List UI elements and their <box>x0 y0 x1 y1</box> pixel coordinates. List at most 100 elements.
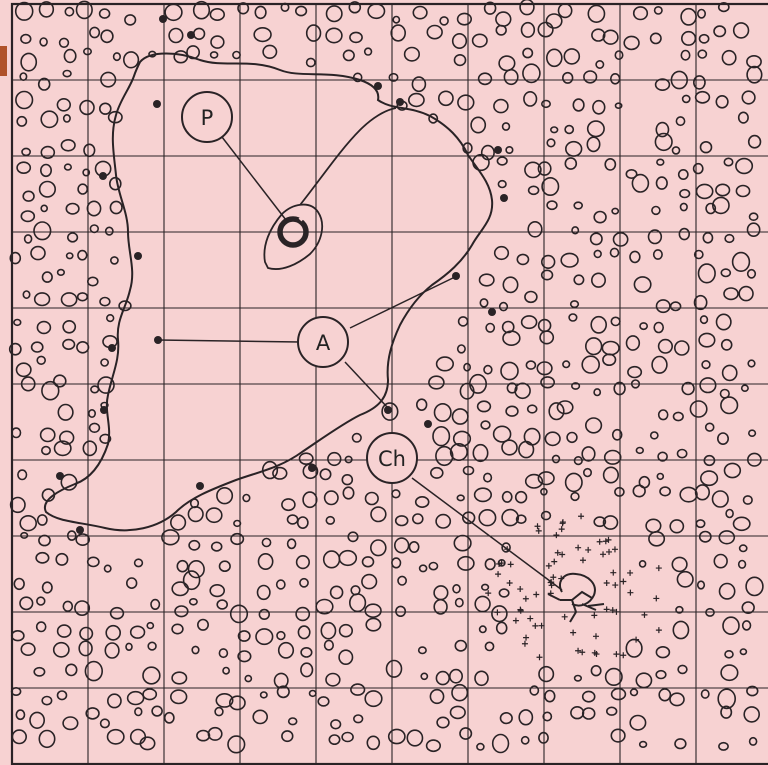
cross-mark <box>627 590 633 596</box>
cross-mark <box>585 547 591 553</box>
boundary-dot <box>108 344 116 352</box>
texture-circle <box>66 664 77 675</box>
texture-circle <box>91 386 99 393</box>
texture-circle <box>700 378 716 393</box>
texture-circle <box>718 689 735 708</box>
texture-circle <box>726 510 733 518</box>
cross-mark <box>580 557 586 563</box>
texture-circle <box>455 55 466 66</box>
texture-circle <box>427 740 441 751</box>
texture-circle <box>288 515 298 524</box>
texture-circle <box>34 668 44 676</box>
texture-circle <box>253 710 267 723</box>
texture-circle <box>636 673 651 687</box>
texture-circle <box>573 99 584 111</box>
texture-circle <box>101 719 110 727</box>
texture-circle <box>748 360 755 367</box>
texture-circle <box>529 186 539 194</box>
texture-circle <box>627 336 640 350</box>
texture-circle <box>412 77 425 91</box>
texture-circle <box>545 691 555 702</box>
texture-circle <box>566 142 582 156</box>
texture-circle <box>473 445 487 462</box>
texture-circle <box>83 441 96 455</box>
texture-circle <box>583 691 595 701</box>
texture-circle <box>211 52 218 58</box>
texture-circle <box>680 487 697 501</box>
boundary-dot <box>76 526 84 534</box>
texture-circle <box>575 457 583 465</box>
texture-circle <box>701 316 708 323</box>
texture-circle <box>245 676 251 682</box>
texture-circle <box>310 691 316 697</box>
texture-circle <box>37 597 45 605</box>
texture-circle <box>100 103 111 114</box>
texture-circle <box>300 453 313 464</box>
texture-circle <box>78 251 87 260</box>
texture-circle <box>680 190 690 198</box>
texture-circle <box>540 331 553 344</box>
texture-circle <box>678 450 687 458</box>
texture-circle <box>605 159 615 170</box>
texture-circle <box>475 671 488 685</box>
texture-circle <box>502 440 517 455</box>
texture-circle <box>750 738 757 745</box>
texture-circle <box>484 366 492 374</box>
texture-circle <box>429 376 444 389</box>
texture-circle <box>659 689 670 701</box>
texture-circle <box>301 663 313 676</box>
texture-circle <box>16 92 33 109</box>
texture-circle <box>485 559 495 570</box>
inner-lobe <box>264 205 322 269</box>
texture-circle <box>681 9 696 25</box>
texture-circle <box>63 71 71 77</box>
texture-circle <box>716 184 730 195</box>
texture-circle <box>696 485 710 500</box>
nucleus <box>280 214 306 245</box>
texture-circle <box>464 364 470 371</box>
texture-circle <box>652 207 660 215</box>
texture-circle <box>329 735 339 744</box>
texture-circle <box>498 181 506 188</box>
texture-circle <box>32 342 43 352</box>
texture-circle <box>682 32 696 45</box>
texture-circle <box>582 356 599 373</box>
texture-circle <box>460 384 473 399</box>
cross-mark <box>523 635 529 641</box>
texture-circle <box>165 713 174 723</box>
texture-circle <box>62 293 77 306</box>
texture-circle <box>725 651 733 658</box>
texture-circle <box>651 432 658 439</box>
texture-circle <box>586 338 602 355</box>
texture-circle <box>602 342 619 355</box>
texture-circle <box>725 463 741 477</box>
texture-circle <box>351 684 365 695</box>
texture-circle <box>567 433 577 443</box>
texture-circle <box>720 584 735 599</box>
cross-mark <box>593 633 599 639</box>
texture-circle <box>611 729 625 742</box>
texture-circle <box>371 540 386 556</box>
texture-circle <box>255 6 266 18</box>
texture-circle <box>659 340 673 353</box>
texture-circle <box>320 469 330 479</box>
texture-circle <box>37 356 45 364</box>
texture-circle <box>171 515 186 530</box>
texture-circle <box>457 495 464 500</box>
texture-circle <box>325 641 334 650</box>
texture-circle <box>413 514 423 524</box>
texture-circle <box>493 735 509 753</box>
texture-circle <box>342 733 353 742</box>
texture-circle <box>696 520 704 527</box>
texture-circle <box>174 51 187 63</box>
texture-circle <box>12 428 21 437</box>
texture-circle <box>289 718 297 725</box>
texture-circle <box>20 516 36 531</box>
texture-circle <box>40 182 56 197</box>
texture-circle <box>520 0 534 15</box>
texture-circle <box>327 6 342 22</box>
texture-circle <box>517 254 528 264</box>
texture-circle <box>198 620 208 631</box>
texture-circle <box>698 10 705 18</box>
texture-circle <box>339 650 352 664</box>
